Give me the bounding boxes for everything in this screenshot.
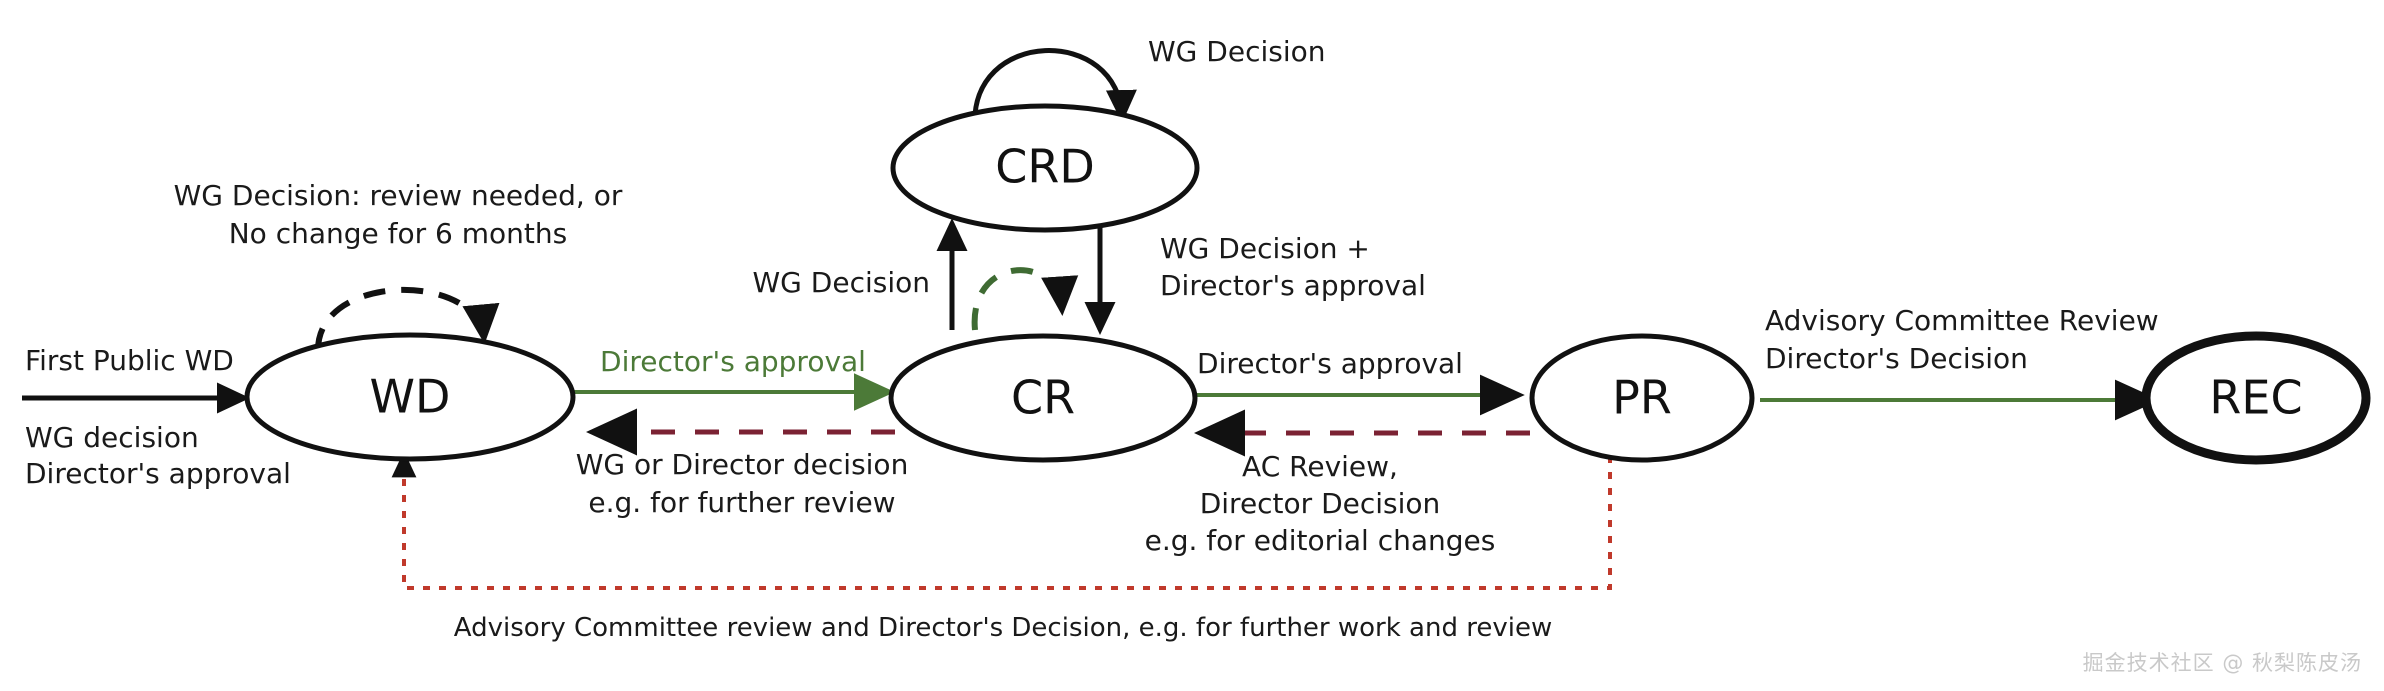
node-label-crd: CRD bbox=[995, 140, 1095, 194]
label-cr-to-pr: Director's approval bbox=[1197, 347, 1463, 380]
label-pr-to-cr-line2: Director Decision bbox=[1200, 487, 1441, 520]
edge-cr-self-loop bbox=[971, 267, 1079, 331]
label-crd-to-cr-line2: Director's approval bbox=[1160, 269, 1426, 302]
label-cr-to-wd-line2: e.g. for further review bbox=[588, 486, 895, 519]
label-pr-to-rec-line2: Director's Decision bbox=[1765, 342, 2028, 375]
label-wd-loop-line1: WG Decision: review needed, or bbox=[174, 179, 623, 212]
node-label-pr: PR bbox=[1612, 371, 1672, 425]
label-entry-top: First Public WD bbox=[25, 344, 234, 377]
label-pr-to-rec-line1: Advisory Committee Review bbox=[1765, 304, 2159, 337]
node-label-wd: WD bbox=[370, 370, 451, 424]
watermark: 掘金技术社区 @ 秋梨陈皮汤 bbox=[2082, 651, 2362, 675]
label-wd-loop-line2: No change for 6 months bbox=[229, 217, 568, 250]
node-cr[interactable] bbox=[888, 333, 1198, 463]
node-crd[interactable] bbox=[890, 103, 1200, 233]
label-feedback-bottom: Advisory Committee review and Director's… bbox=[454, 613, 1552, 643]
node-pr[interactable] bbox=[1529, 333, 1755, 463]
label-pr-to-cr-line3: e.g. for editorial changes bbox=[1145, 524, 1496, 557]
node-wd[interactable] bbox=[244, 332, 576, 462]
edge-crd-self-loop bbox=[972, 48, 1137, 129]
label-entry-bottom-line1: WG decision bbox=[25, 421, 199, 454]
node-rec[interactable] bbox=[2141, 331, 2371, 465]
label-cr-to-crd: WG Decision bbox=[753, 266, 931, 299]
node-label-rec: REC bbox=[2209, 371, 2302, 425]
label-entry-bottom-line2: Director's approval bbox=[25, 457, 291, 490]
label-crd-loop: WG Decision bbox=[1148, 35, 1326, 68]
edge-wd-self-loop bbox=[315, 287, 500, 351]
node-label-cr: CR bbox=[1011, 371, 1075, 425]
label-pr-to-cr-line1: AC Review, bbox=[1242, 450, 1398, 483]
label-wd-to-cr: Director's approval bbox=[600, 345, 866, 378]
label-crd-to-cr-line1: WG Decision + bbox=[1160, 232, 1370, 265]
label-cr-to-wd-line1: WG or Director decision bbox=[576, 448, 909, 481]
